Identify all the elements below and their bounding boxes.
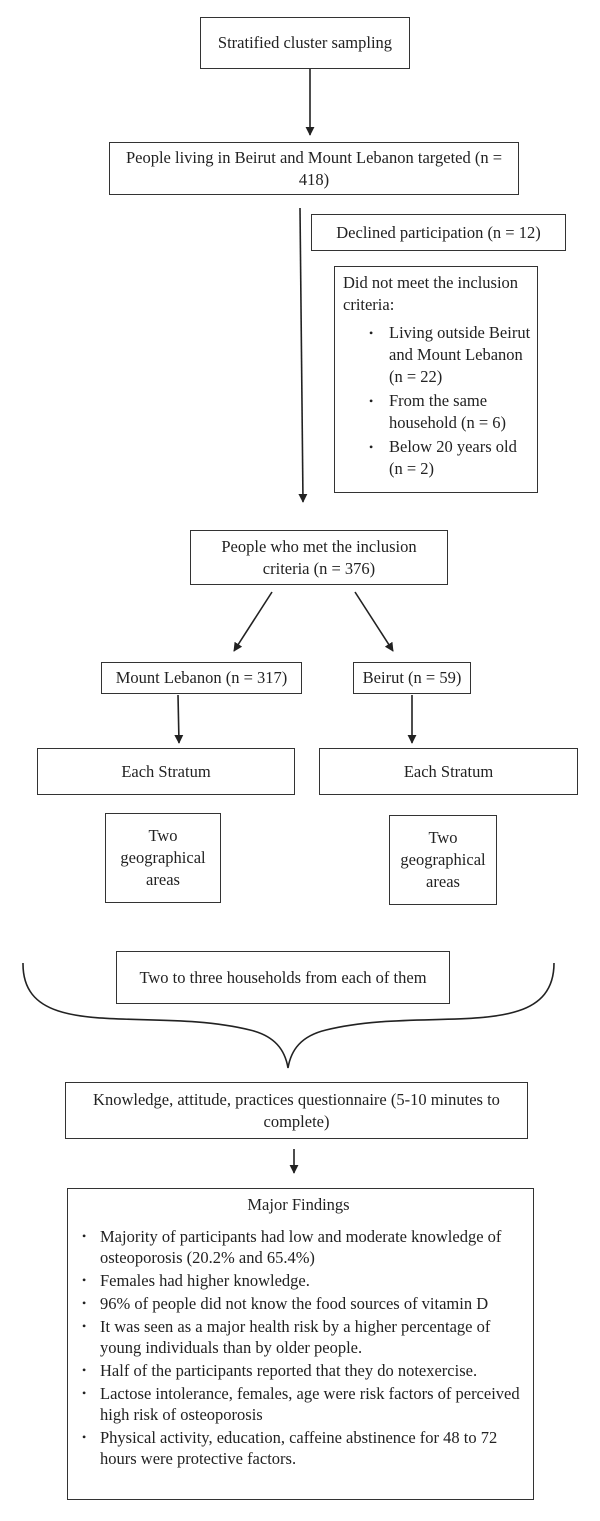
geo-right-box: Two geographical areas <box>389 815 497 905</box>
mount-lebanon-text: Mount Lebanon (n = 317) <box>115 668 288 687</box>
geo-right-text: Two geographical areas <box>400 828 486 891</box>
list-item: 96% of people did not know the food sour… <box>72 1293 525 1314</box>
beirut-box: Beirut (n = 59) <box>353 662 471 694</box>
geo-left-text: Two geographical areas <box>120 826 206 889</box>
list-item: Majority of participants had low and mod… <box>72 1226 525 1268</box>
arrow-targeted-to-met <box>298 207 308 503</box>
list-item: Physical activity, education, caffeine a… <box>72 1427 525 1469</box>
sampling-box: Stratified cluster sampling <box>200 17 410 69</box>
list-item: Below 20 years old (n = 2) <box>343 436 532 480</box>
stratum-left-text: Each Stratum <box>121 761 211 781</box>
list-item: Half of the participants reported that t… <box>72 1360 525 1381</box>
households-box: Two to three households from each of the… <box>116 951 450 1004</box>
stratum-right-box: Each Stratum <box>319 748 578 795</box>
targeted-box: People living in Beirut and Mount Lebano… <box>109 142 519 195</box>
beirut-text: Beirut (n = 59) <box>362 668 462 687</box>
arrow-met-to-beirut <box>354 591 394 652</box>
findings-box: Major Findings Majority of participants … <box>67 1188 534 1500</box>
list-item: Lactose intolerance, females, age were r… <box>72 1383 525 1425</box>
declined-text: Declined participation (n = 12) <box>336 222 541 242</box>
list-item: Females had higher knowledge. <box>72 1270 525 1291</box>
not-met-title: Did not meet the inclusion criteria: <box>343 273 519 314</box>
mount-lebanon-box: Mount Lebanon (n = 317) <box>101 662 302 694</box>
not-met-box: Did not meet the inclusion criteria: Liv… <box>334 266 538 493</box>
sampling-text: Stratified cluster sampling <box>217 33 393 52</box>
met-text: People who met the inclusion criteria (n… <box>221 536 417 578</box>
households-text: Two to three households from each of the… <box>139 967 427 987</box>
findings-title: Major Findings <box>247 1195 350 1214</box>
merge-brace <box>22 962 555 1069</box>
arrow-met-to-mount-lebanon <box>233 591 273 652</box>
list-item: From the same household (n = 6) <box>343 390 532 434</box>
stratum-right-text: Each Stratum <box>403 761 494 781</box>
questionnaire-text: Knowledge, attitude, practices questionn… <box>93 1089 500 1131</box>
arrow-mount-lebanon-to-stratum <box>174 694 184 744</box>
geo-left-box: Two geographical areas <box>105 813 221 903</box>
findings-list: Majority of participants had low and mod… <box>72 1226 525 1469</box>
declined-box: Declined participation (n = 12) <box>311 214 566 251</box>
list-item: Living outside Beirut and Mount Lebanon … <box>343 322 532 388</box>
questionnaire-box: Knowledge, attitude, practices questionn… <box>65 1082 528 1139</box>
list-item: It was seen as a major health risk by a … <box>72 1316 525 1358</box>
met-box: People who met the inclusion criteria (n… <box>190 530 448 585</box>
targeted-text: People living in Beirut and Mount Lebano… <box>125 147 503 189</box>
not-met-list: Living outside Beirut and Mount Lebanon … <box>343 322 532 480</box>
stratum-left-box: Each Stratum <box>37 748 295 795</box>
